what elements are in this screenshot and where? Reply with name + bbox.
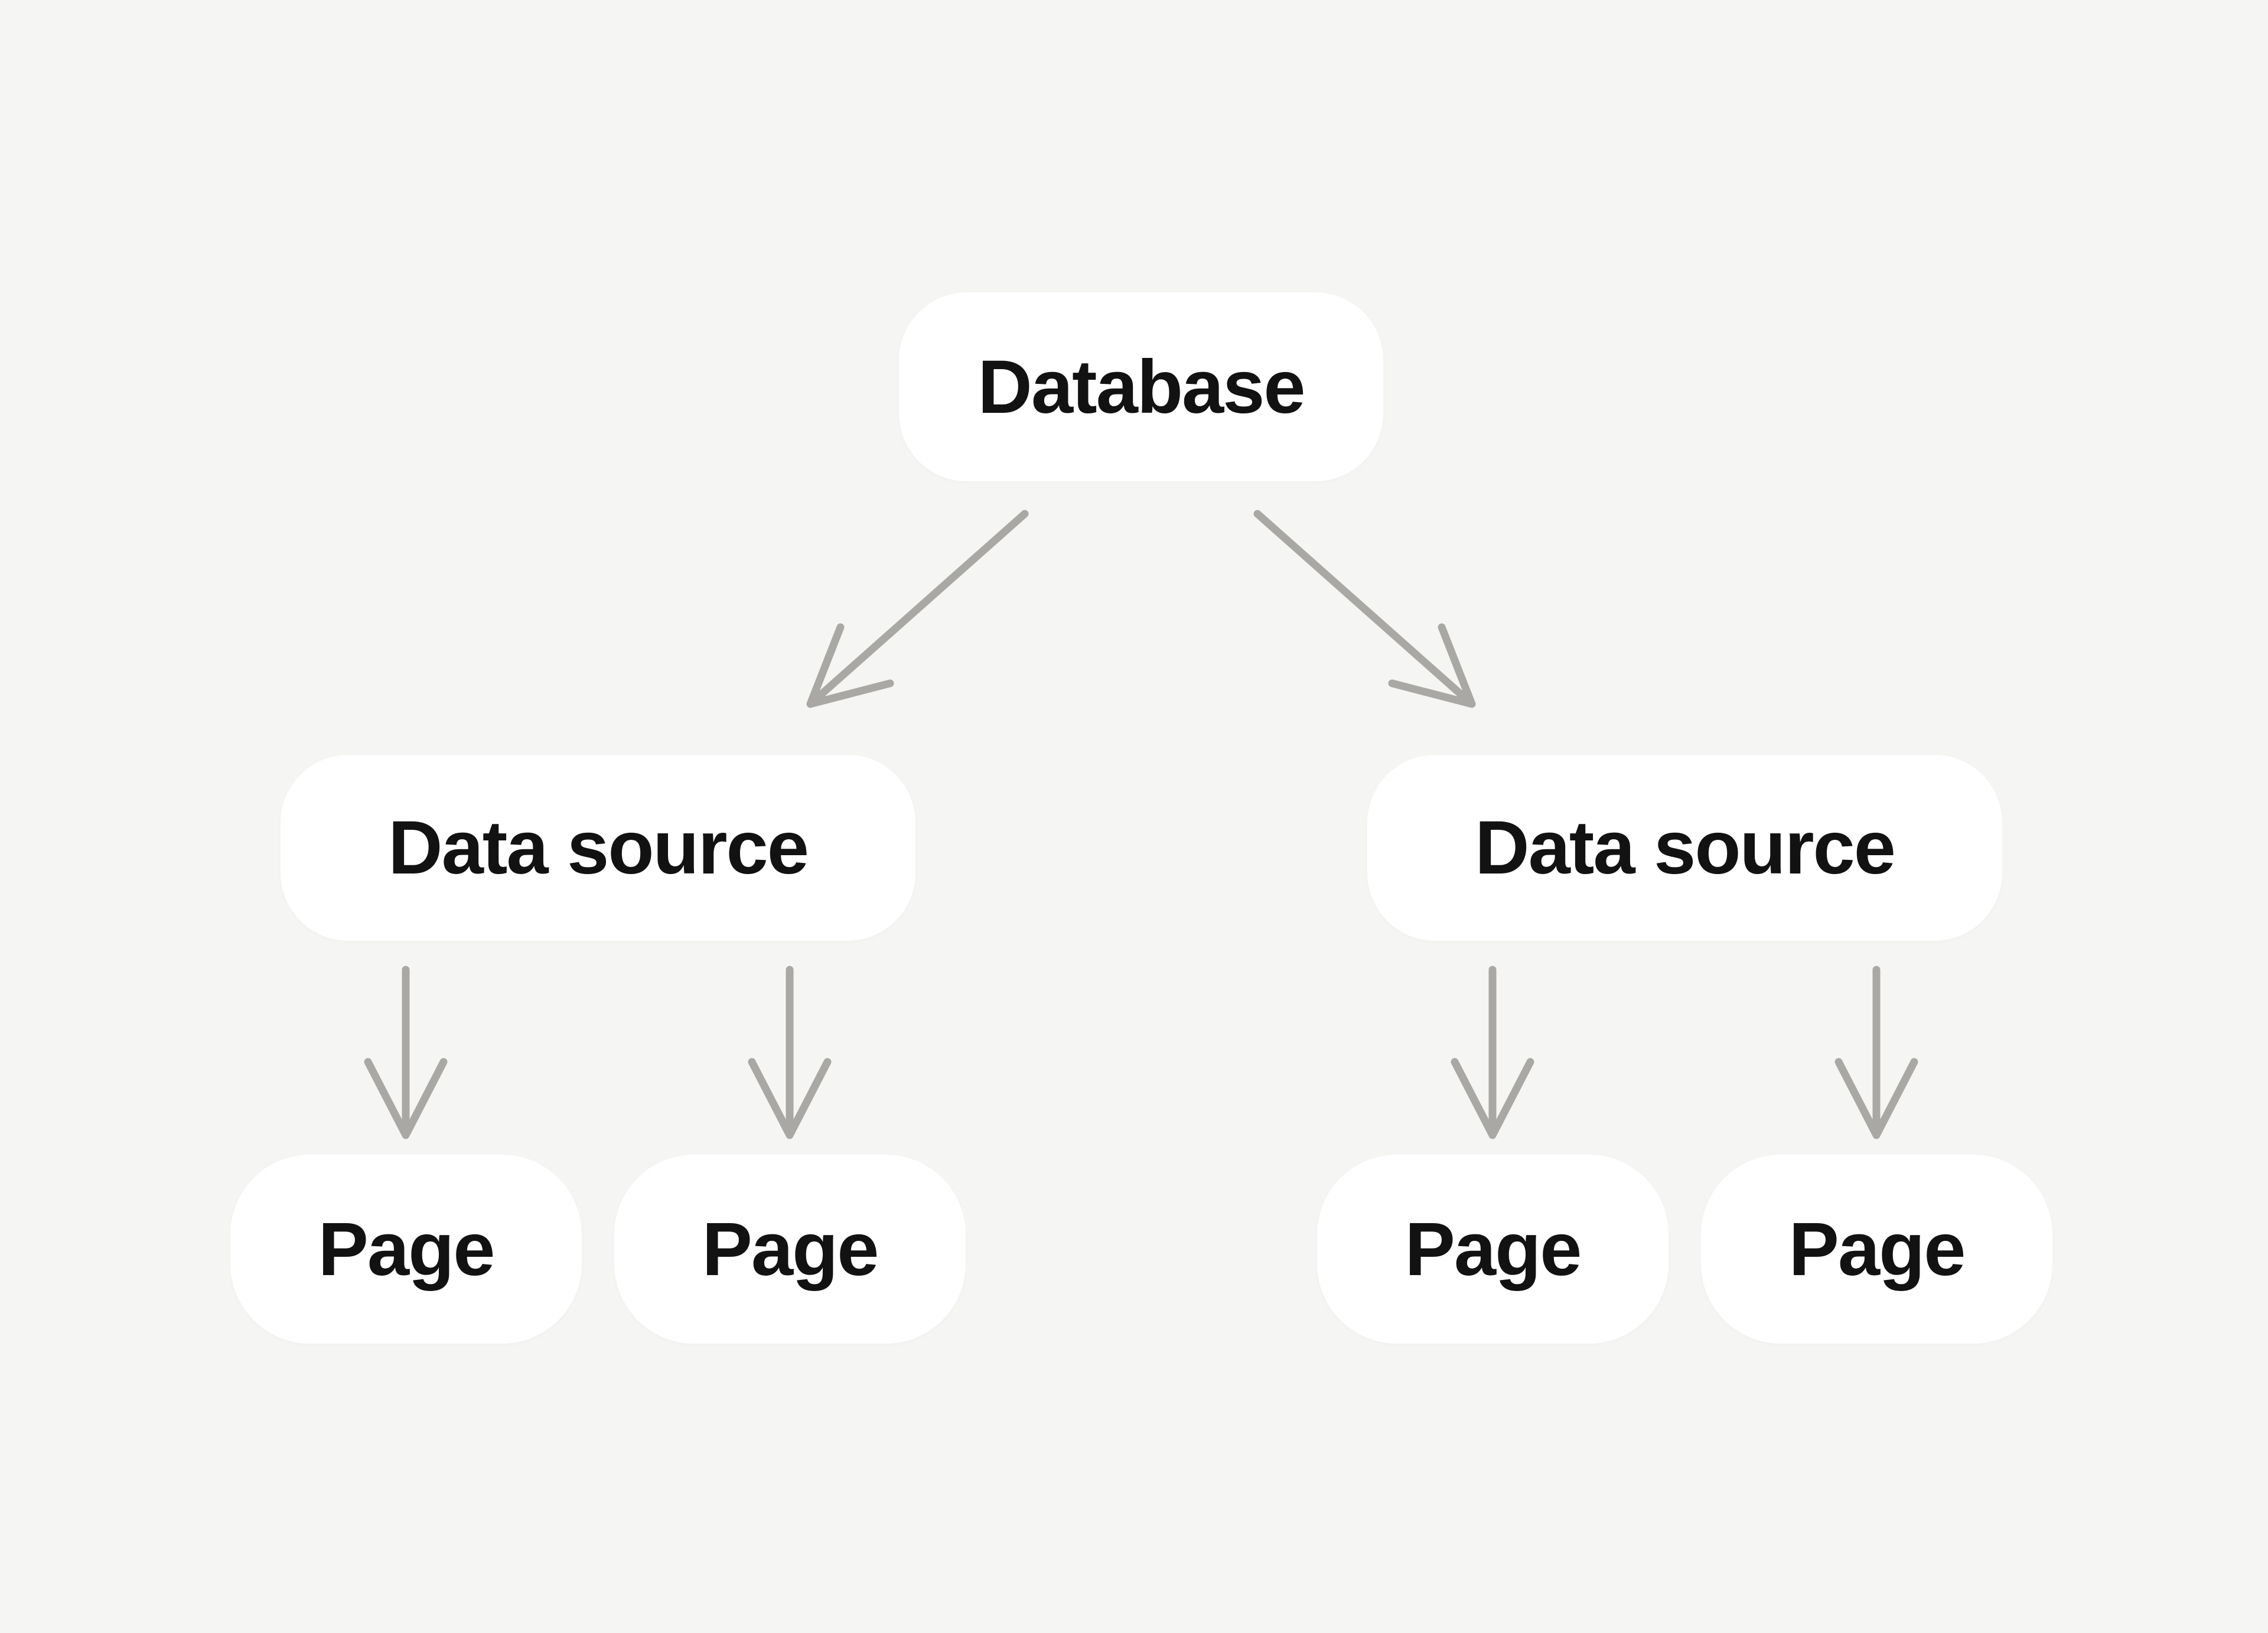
node-data-source-left-label: Data source [388, 806, 809, 890]
node-page-2: Page [614, 1155, 966, 1344]
edge-data-source-left-to-page-1 [364, 966, 448, 1139]
node-page-1-label: Page [318, 1207, 496, 1292]
edge-database-to-data-source-left [806, 510, 1029, 708]
node-page-3-label: Page [1405, 1207, 1582, 1292]
edge-data-source-right-to-page-4 [1834, 966, 1918, 1139]
node-data-source-left: Data source [281, 755, 915, 941]
edge-database-to-data-source-right [1253, 510, 1476, 708]
edge-data-source-left-to-page-2 [748, 966, 832, 1139]
node-page-1: Page [230, 1155, 582, 1344]
node-database: Database [899, 292, 1383, 481]
node-data-source-right: Data source [1367, 755, 2002, 941]
node-page-4-label: Page [1788, 1207, 1966, 1292]
node-database-label: Database [977, 344, 1305, 429]
node-page-3: Page [1317, 1155, 1669, 1344]
node-data-source-right-label: Data source [1475, 806, 1896, 890]
edge-data-source-right-to-page-3 [1451, 966, 1534, 1139]
node-page-2-label: Page [702, 1207, 879, 1292]
node-page-4: Page [1701, 1155, 2052, 1344]
